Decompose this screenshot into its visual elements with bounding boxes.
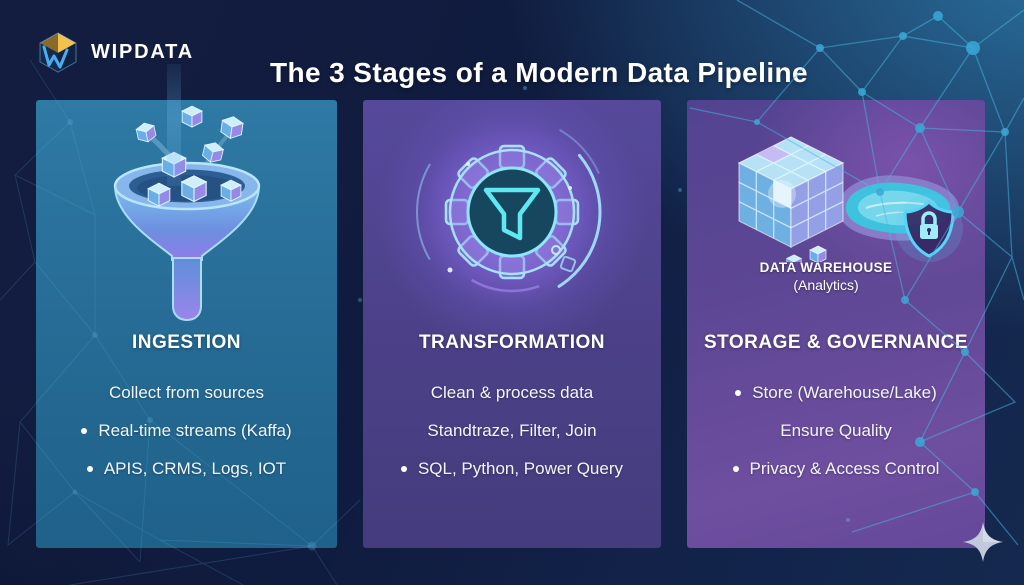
card-lines: Clean & process data Standtraze, Filter,… (363, 378, 661, 484)
card-lines: Store (Warehouse/Lake) Ensure Quality Pr… (687, 378, 985, 484)
card-line: Privacy & Access Control (687, 454, 985, 484)
bullet-dot (400, 466, 407, 472)
line-text: Store (Warehouse/Lake) (752, 383, 937, 402)
card-line: SQL, Python, Power Query (363, 454, 661, 484)
funnel-cubes-icon (113, 105, 260, 322)
bullet-dot (81, 428, 88, 434)
card-line: Real-time streams (Kaffa) (36, 416, 337, 446)
wipdata-cube-logo-icon (39, 32, 77, 73)
line-text: Ensure Quality (780, 421, 892, 440)
card-ingestion: INGESTION Collect from sources Real-time… (36, 100, 337, 548)
card-line: Standtraze, Filter, Join (363, 416, 661, 446)
card-transformation: TRANSFORMATION Clean & process data Stan… (363, 100, 661, 548)
line-text: Clean & process data (430, 383, 594, 402)
ingestion-beam (167, 64, 181, 186)
gear-funnel-icon (412, 112, 612, 312)
line-text: SQL, Python, Power Query (417, 459, 624, 478)
warehouse-caption-title: DATA WAREHOUSE (759, 260, 893, 275)
bullet-dot (86, 466, 93, 472)
card-line: Ensure Quality (687, 416, 985, 446)
card-title: TRANSFORMATION (418, 332, 606, 353)
warehouse-caption-subtitle: (Analytics) (793, 277, 859, 293)
card-line: Collect from sources (36, 378, 337, 408)
card-line: Store (Warehouse/Lake) (687, 378, 985, 408)
warehouse-caption: DATA WAREHOUSE (Analytics) (677, 260, 975, 293)
card-title: INGESTION (131, 332, 241, 353)
bullet-dot (732, 466, 739, 472)
bullet-dot (735, 390, 742, 396)
card-line: Clean & process data (363, 378, 661, 408)
data-warehouse-lake-shield-icon (737, 136, 963, 262)
line-text: Real-time streams (Kaffa) (98, 421, 292, 440)
line-text: APIS, CRMS, Logs, IOT (103, 459, 287, 478)
brand-name: WIPDATA (91, 40, 194, 63)
card-line: APIS, CRMS, Logs, IOT (36, 454, 337, 484)
card-storage-governance: DATA WAREHOUSE (Analytics) STORAGE & GOV… (687, 100, 985, 548)
four-point-star-icon (962, 521, 1004, 563)
line-text: Collect from sources (109, 383, 264, 402)
brand-logo: WIPDATA (36, 30, 194, 74)
line-text: Standtraze, Filter, Join (427, 421, 597, 440)
line-text: Privacy & Access Control (749, 459, 940, 478)
card-lines: Collect from sources Real-time streams (… (36, 378, 337, 484)
card-title: STORAGE & GOVERNANCE (703, 332, 969, 353)
